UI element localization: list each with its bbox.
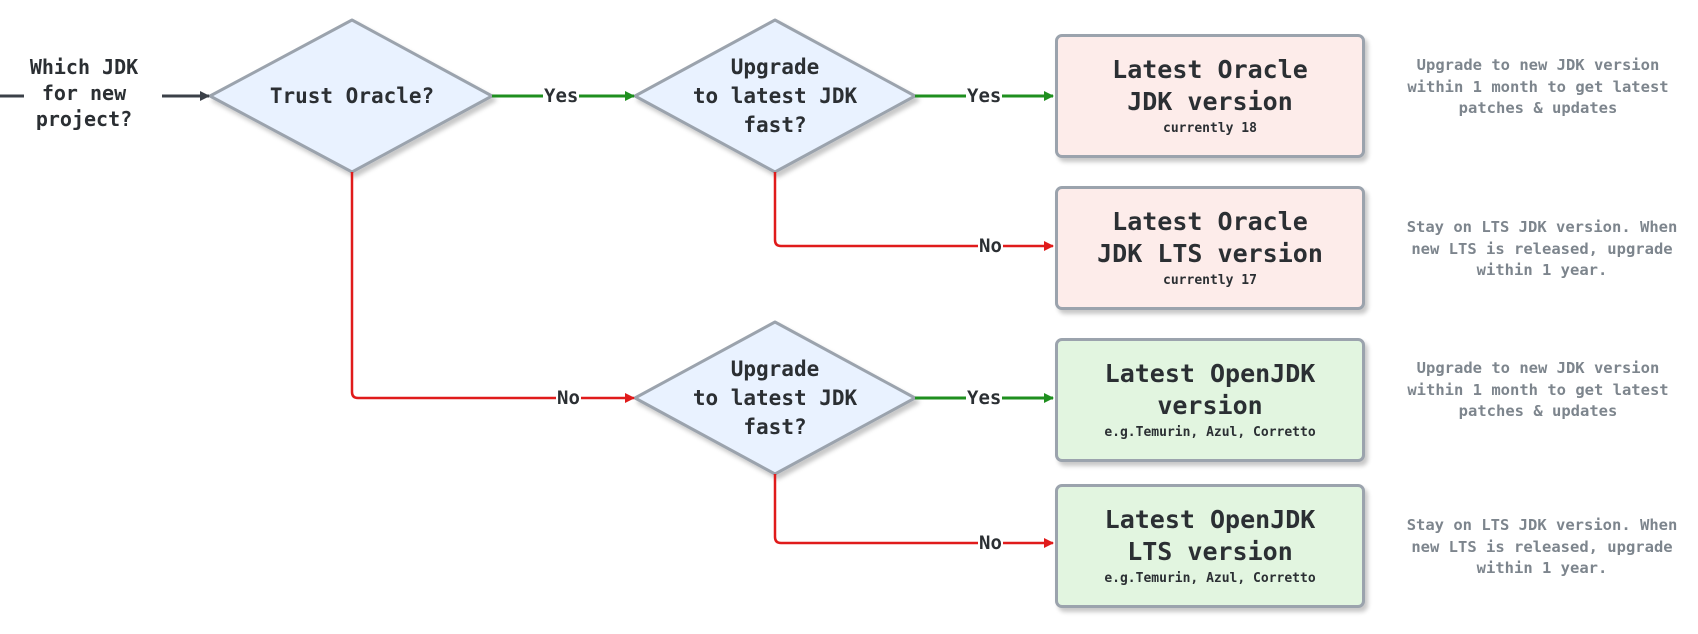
edge-label-openjdk-fast-yes: Yes <box>966 387 1003 409</box>
edge-label-trust-no: No <box>556 387 581 409</box>
outcome-oracle-lts: Latest Oracle JDK LTS version currently … <box>1055 186 1365 310</box>
start-question: Which JDK for new project? <box>29 55 139 131</box>
outcome-title: Latest Oracle JDK version <box>1112 55 1308 116</box>
decision-trust-oracle: Trust Oracle? <box>269 83 435 108</box>
note-openjdk-lts: Stay on LTS JDK version. When new LTS is… <box>1406 516 1678 577</box>
outcome-subtitle: currently 17 <box>1163 273 1257 288</box>
outcome-oracle-latest: Latest Oracle JDK version currently 18 <box>1055 34 1365 158</box>
edge-label-oracle-fast-no: No <box>978 235 1003 257</box>
outcome-subtitle: e.g.Temurin, Azul, Corretto <box>1104 425 1316 440</box>
edge-openjdk-fast-no <box>773 474 1054 548</box>
outcome-subtitle: currently 18 <box>1163 121 1257 136</box>
decision-upgrade-fast-oracle: Upgrade to latest JDK fast? <box>692 54 858 137</box>
edge-label-trust-yes: Yes <box>543 85 580 107</box>
edge-label-openjdk-fast-no: No <box>978 532 1003 554</box>
outcome-title: Latest Oracle JDK LTS version <box>1097 207 1323 268</box>
outcome-subtitle: e.g.Temurin, Azul, Corretto <box>1104 571 1316 586</box>
outcome-title: Latest OpenJDK version <box>1104 359 1316 420</box>
outcome-title: Latest OpenJDK LTS version <box>1104 505 1316 566</box>
outcome-openjdk-lts: Latest OpenJDK LTS version e.g.Temurin, … <box>1055 484 1365 608</box>
edge-trust-no <box>350 172 635 403</box>
note-oracle-latest: Upgrade to new JDK version within 1 mont… <box>1407 56 1669 117</box>
edge-oracle-fast-no <box>773 172 1054 251</box>
outcome-openjdk-latest: Latest OpenJDK version e.g.Temurin, Azul… <box>1055 338 1365 462</box>
decision-upgrade-fast-openjdk: Upgrade to latest JDK fast? <box>692 356 858 439</box>
edge-label-oracle-fast-yes: Yes <box>966 85 1003 107</box>
note-openjdk-latest: Upgrade to new JDK version within 1 mont… <box>1407 359 1669 420</box>
note-oracle-lts: Stay on LTS JDK version. When new LTS is… <box>1406 218 1678 279</box>
